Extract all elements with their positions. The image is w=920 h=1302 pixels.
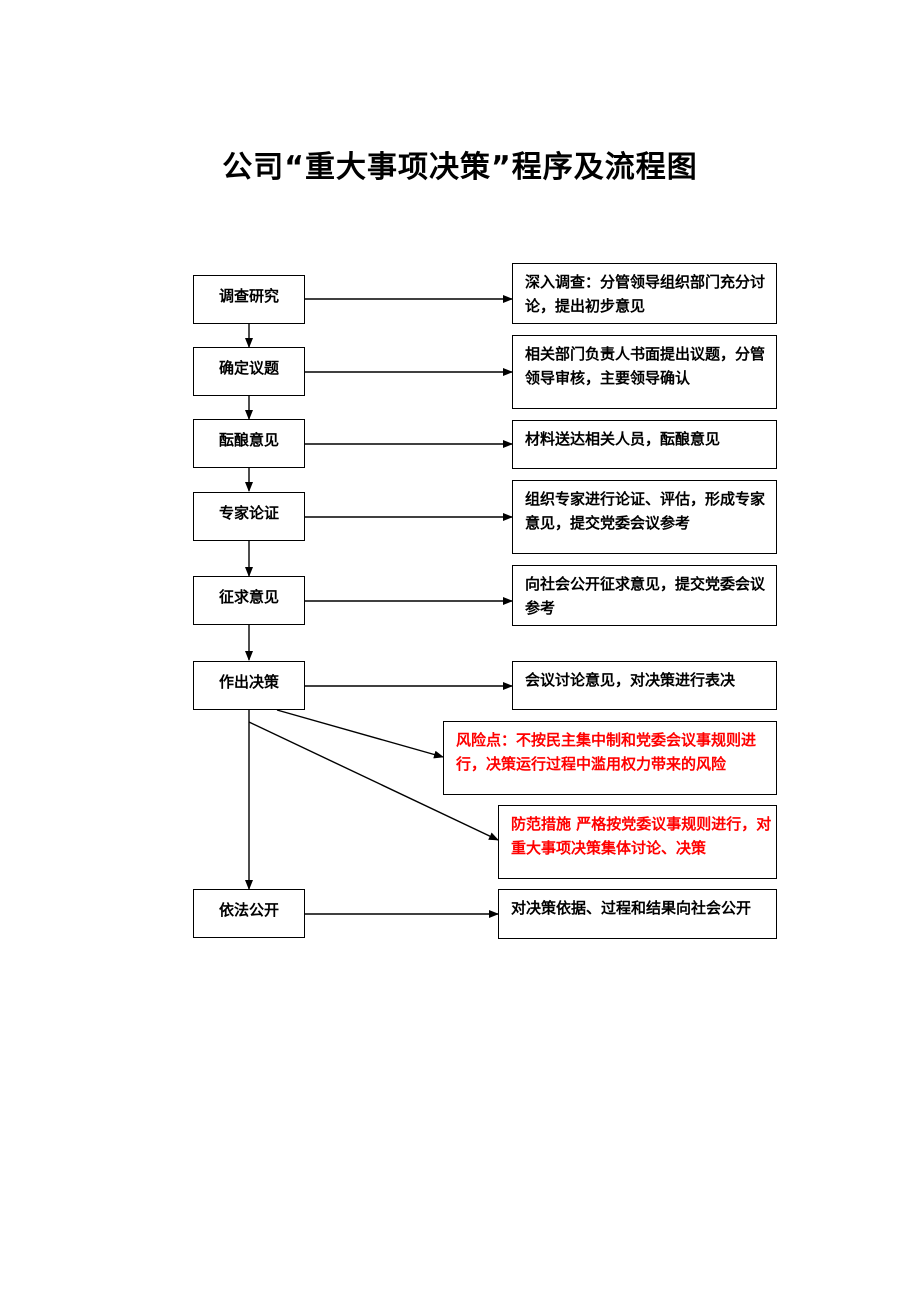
desc-deliberate: 材料送达相关人员，酝酿意见 [512,420,777,469]
prevention-measures-text: 防范措施 严格按党委议事规则进行，对重大事项决策集体讨论、决策 [511,815,772,857]
page-title: 公司“重大事项决策”程序及流程图 [222,150,698,185]
step-label: 调查研究 [218,287,279,305]
risk-point-box: 风险点：不按民主集中制和党委会议事规则进行，决策运行过程中滥用权力带来的风险 [443,721,777,795]
desc-expert-review: 组织专家进行论证、评估，形成专家意见，提交党委会议参考 [512,480,777,554]
desc-define-topic: 相关部门负责人书面提出议题，分管领导审核，主要领导确认 [512,335,777,409]
desc-text: 对决策依据、过程和结果向社会公开 [511,899,752,917]
desc-text: 材料送达相关人员，酝酿意见 [525,430,721,448]
step-label: 酝酿意见 [218,431,279,449]
desc-research: 深入调查：分管领导组织部门充分讨论，提出初步意见 [512,263,777,324]
step-label: 作出决策 [218,673,279,691]
desc-text: 深入调查：分管领导组织部门充分讨论，提出初步意见 [525,273,766,315]
step-deliberate: 酝酿意见 [193,419,305,468]
desc-make-decision: 会议讨论意见，对决策进行表决 [512,661,777,710]
desc-text: 相关部门负责人书面提出议题，分管领导审核，主要领导确认 [525,345,766,387]
step-label: 征求意见 [218,588,279,606]
step-research: 调查研究 [193,275,305,324]
step-label: 依法公开 [218,901,279,919]
step-label: 专家论证 [218,504,279,522]
risk-point-text: 风险点：不按民主集中制和党委会议事规则进行，决策运行过程中滥用权力带来的风险 [456,731,757,773]
step-expert-review: 专家论证 [193,492,305,541]
prevention-measures-box: 防范措施 严格按党委议事规则进行，对重大事项决策集体讨论、决策 [498,805,777,879]
step-make-decision: 作出决策 [193,661,305,710]
desc-text: 会议讨论意见，对决策进行表决 [525,671,736,689]
desc-text: 组织专家进行论证、评估，形成专家意见，提交党委会议参考 [525,490,766,532]
desc-solicit-opinions: 向社会公开征求意见，提交党委会议参考 [512,565,777,626]
measure-arrow [248,721,499,841]
desc-text: 向社会公开征求意见，提交党委会议参考 [525,575,766,617]
step-define-topic: 确定议题 [193,347,305,396]
desc-disclose: 对决策依据、过程和结果向社会公开 [498,889,777,939]
step-solicit-opinions: 征求意见 [193,576,305,625]
step-label: 确定议题 [218,359,279,377]
risk-arrow [276,709,444,759]
step-disclose: 依法公开 [193,889,305,938]
